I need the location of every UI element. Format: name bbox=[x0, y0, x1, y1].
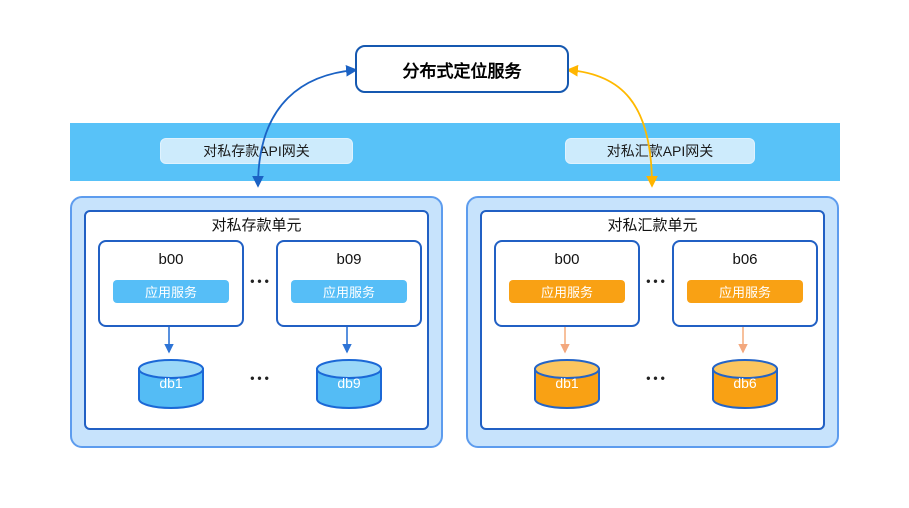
app-service-badge: 应用服务 bbox=[509, 280, 625, 303]
database-name: db1 bbox=[159, 375, 183, 391]
database-name: db6 bbox=[733, 375, 757, 391]
distributed-location-service-box: 分布式定位服务 bbox=[355, 45, 569, 93]
remittance-node-b00: b00 应用服务 bbox=[494, 240, 640, 327]
database-cylinder-db9: db9 bbox=[313, 358, 385, 410]
app-service-badge: 应用服务 bbox=[291, 280, 407, 303]
node-name: b09 bbox=[336, 251, 362, 268]
cylinder-icon bbox=[138, 359, 204, 409]
deposit-node-b00: b00 应用服务 bbox=[98, 240, 244, 327]
db-ellipsis: ••• bbox=[646, 371, 668, 385]
deposit-api-gateway-label: 对私存款API网关 bbox=[160, 138, 353, 164]
database-name: db9 bbox=[337, 375, 361, 391]
app-service-badge: 应用服务 bbox=[113, 280, 229, 303]
remittance-unit-title: 对私汇款单元 bbox=[607, 217, 698, 234]
remittance-api-gateway-label: 对私汇款API网关 bbox=[565, 138, 755, 164]
node-ellipsis: ••• bbox=[646, 274, 668, 288]
deposit-unit-panel: 对私存款单元 b00 应用服务 ••• b09 应用服务 db1 ••• db9 bbox=[70, 196, 443, 448]
cylinder-icon bbox=[534, 359, 600, 409]
database-cylinder-db1: db1 bbox=[531, 358, 603, 410]
node-name: b06 bbox=[732, 251, 758, 268]
database-cylinder-db6: db6 bbox=[709, 358, 781, 410]
database-cylinder-db1: db1 bbox=[135, 358, 207, 410]
db-ellipsis: ••• bbox=[250, 371, 272, 385]
deposit-unit-title: 对私存款单元 bbox=[211, 217, 302, 234]
remittance-unit-panel: 对私汇款单元 b00 应用服务 ••• b06 应用服务 db1 ••• db6 bbox=[466, 196, 839, 448]
cylinder-icon bbox=[316, 359, 382, 409]
database-name: db1 bbox=[555, 375, 579, 391]
remittance-node-b06: b06 应用服务 bbox=[672, 240, 818, 327]
deposit-node-b09: b09 应用服务 bbox=[276, 240, 422, 327]
cylinder-icon bbox=[712, 359, 778, 409]
app-service-badge: 应用服务 bbox=[687, 280, 803, 303]
node-name: b00 bbox=[158, 251, 184, 268]
node-name: b00 bbox=[554, 251, 580, 268]
node-ellipsis: ••• bbox=[250, 274, 272, 288]
